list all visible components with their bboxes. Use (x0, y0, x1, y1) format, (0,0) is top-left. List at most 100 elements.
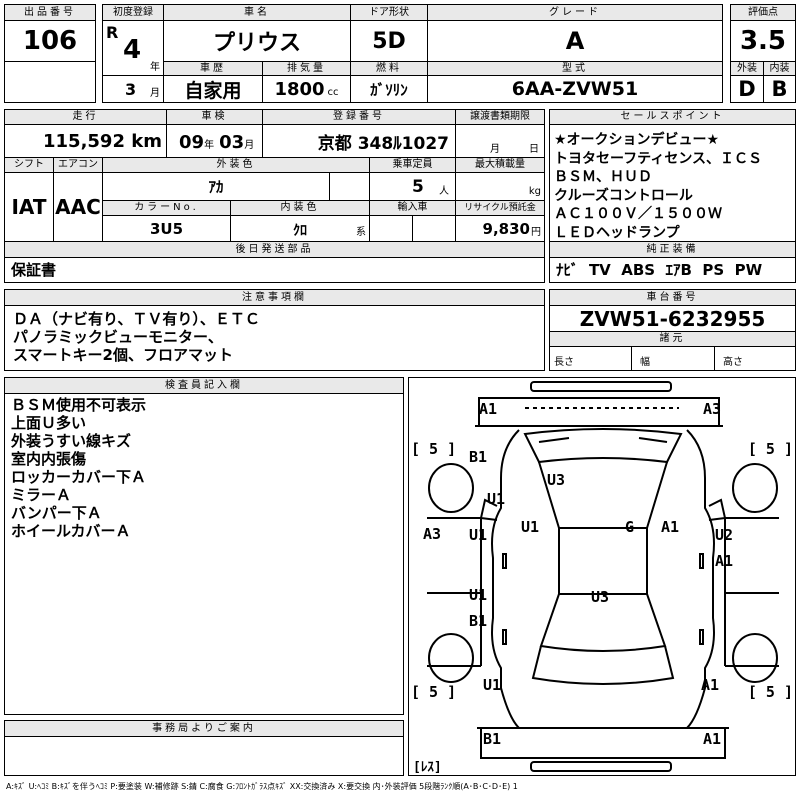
damage-mark: G (625, 518, 635, 536)
lot-no-blank (4, 61, 96, 103)
front-bumper-bar (530, 381, 672, 392)
length-label: 長さ (549, 346, 632, 371)
windshield (523, 428, 683, 464)
car-name: プリウス (163, 20, 351, 62)
notes-label: 注意事項欄 (4, 289, 545, 306)
bracket-front-left: [ 5 ] (411, 440, 457, 458)
damage-mark: A1 (703, 730, 722, 748)
recycle-box: 9,830 円 (455, 215, 545, 242)
first-reg-month-box: 3 月 (102, 75, 164, 103)
ext-color-blank (329, 172, 370, 201)
int-color-unit: 系 (356, 227, 366, 238)
recycle-unit: 円 (531, 227, 541, 238)
inspector-notes: ＢＳＭ使用不可表示 上面Ｕ多い 外装うすい線キズ 室内内張傷 ロッカーカバー下Ａ… (4, 393, 404, 715)
import-box-2 (412, 215, 456, 242)
fuel-label: 燃料 (350, 61, 428, 76)
right-side (686, 429, 715, 729)
grade: A (427, 20, 723, 62)
damage-mark: A3 (703, 400, 722, 418)
int-color: ｸﾛ (293, 223, 307, 239)
plate-number: 京都 348ﾙ1027 (262, 124, 456, 158)
rear-bumper (480, 728, 726, 759)
import-label: 輸入車 (369, 200, 456, 216)
inspection-date: 09年 03月 (179, 132, 255, 153)
bracket-front-right: [ 5 ] (747, 440, 793, 458)
transfer-box: 月 日 (455, 124, 545, 158)
load-box: kg (455, 172, 545, 201)
mileage-box: 115,592 km (4, 124, 167, 158)
damage-mark: U1 (469, 526, 488, 544)
aircon-label: エアコン (53, 157, 103, 173)
mileage-label: 走行 (4, 109, 167, 125)
shift-label: シフト (4, 157, 54, 173)
damage-mark: U2 (715, 526, 734, 544)
int-color-label: 内装色 (230, 200, 370, 216)
damage-mark: A1 (701, 676, 720, 694)
wheel-rear-left (428, 633, 474, 683)
reg-month: 3 (125, 80, 137, 99)
model-code: 6AA-ZVW51 (427, 75, 723, 103)
first-reg-label: 初度登録 (102, 4, 164, 21)
damage-mark: U1 (521, 518, 540, 536)
car-outline (427, 381, 779, 772)
ext-color-label: 外装色 (102, 157, 370, 173)
era: R (106, 23, 119, 42)
model-label: 型式 (427, 61, 723, 76)
score: 3.5 (730, 20, 796, 62)
less-mark: [ﾚｽ] (413, 760, 442, 775)
mileage-value: 115,592 km (43, 131, 162, 152)
capacity-unit: 人 (439, 186, 449, 197)
door-label: ドア形状 (350, 4, 428, 21)
lot-no-label: 出品番号 (4, 4, 96, 21)
left-mirror (479, 498, 498, 521)
sales-points: ★オークションデビュー★ トヨタセーフティセンス、ＩＣＳ ＢＳＭ、ＨＵＤ クルー… (549, 124, 796, 242)
door-type: 5D (350, 20, 428, 62)
inspection-label: 車検 (166, 109, 263, 125)
ext-color: ｱｶ (102, 172, 330, 201)
equipment: ﾅﾋﾞ TV ABS ｴｱB PS PW (549, 257, 796, 283)
damage-mark: U1 (487, 490, 506, 508)
recycle-label: リサイクル預託金 (455, 200, 545, 216)
wheel-front-left (428, 463, 474, 513)
color-no: 3U5 (102, 215, 231, 242)
capacity: 5 (412, 177, 424, 197)
damage-mark: U3 (591, 588, 610, 606)
capacity-box: 5 人 (369, 172, 456, 201)
transfer-day: 日 (529, 144, 539, 155)
exterior-label: 外装 (730, 61, 764, 76)
month-unit: 月 (150, 88, 160, 99)
damage-mark: A1 (715, 552, 734, 570)
sales-points-label: セールスポイント (549, 109, 796, 125)
damage-mark: A1 (479, 400, 498, 418)
equipment-label: 純正装備 (549, 241, 796, 258)
damage-mark: B1 (469, 612, 488, 630)
load-label: 最大積載量 (455, 157, 545, 173)
history-label: 車歴 (163, 61, 263, 76)
later-parts-label: 後日発送部品 (4, 241, 545, 258)
year-unit: 年 (150, 62, 160, 73)
plate-label: 登録番号 (262, 109, 456, 125)
rear-bumper-bar (530, 761, 672, 772)
load-unit: kg (528, 186, 541, 197)
reg-year: 4 (123, 35, 142, 65)
inspection-box: 09年 03月 (166, 124, 263, 158)
later-parts: 保証書 (4, 257, 545, 283)
notes: ＤＡ（ナビ有り、ＴＶ有り）、ＥＴＣ パノラミックビューモニター、 スマートキー2… (4, 305, 545, 371)
wheel-rear-right (732, 633, 778, 683)
damage-mark: U1 (483, 676, 502, 694)
wheel-front-right (732, 463, 778, 513)
office-label: 事務局よりご案内 (4, 720, 404, 737)
transfer-label: 譲渡書類期限 (455, 109, 545, 125)
interior-grade: B (763, 75, 796, 103)
car-diagram: [ 5 ] [ 5 ] [ 5 ] [ 5 ] [ﾚｽ] A1 A3 B1 U3… (408, 377, 796, 776)
right-mirror (708, 498, 727, 521)
damage-mark: B1 (469, 448, 488, 466)
lot-no: 106 (4, 20, 96, 62)
import-box-1 (369, 215, 413, 242)
score-label: 評価点 (730, 4, 796, 21)
shift: IAT (4, 172, 54, 242)
chassis-label: 車台番号 (549, 289, 796, 306)
displacement: 1800 (274, 78, 325, 100)
spec-label: 諸元 (549, 331, 796, 347)
color-no-label: カラーNo. (102, 200, 231, 216)
